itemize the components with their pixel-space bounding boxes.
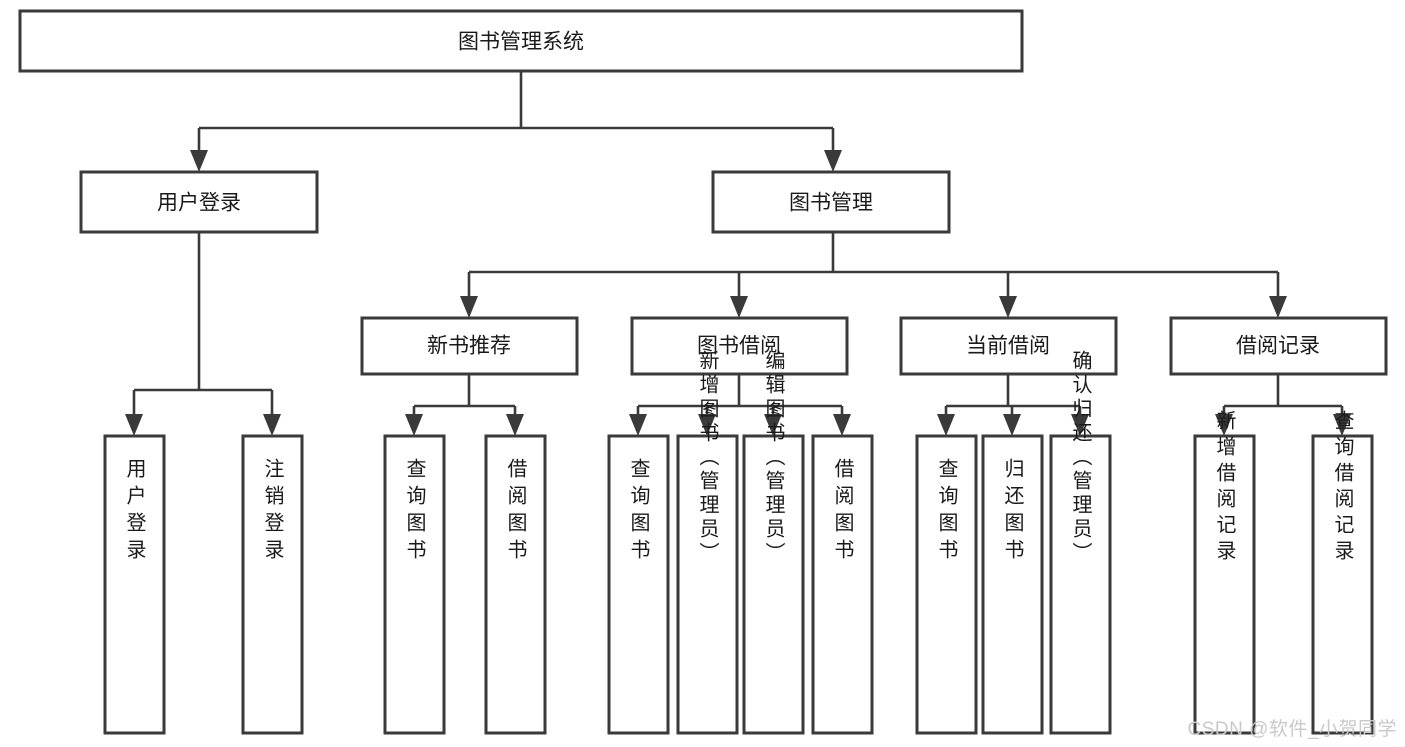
node-root-system-label: 图书管理系统: [458, 31, 584, 54]
node-leaf-record-query-label: 查询借阅记录: [1331, 410, 1354, 566]
node-book-management-label: 图书管理: [789, 192, 873, 215]
node-leaf-current-confirm-label: 确认归还（管理员）: [1069, 350, 1092, 566]
node-leaf-current-return-label: 归还图书: [1001, 458, 1024, 566]
node-leaf-newbook-query[interactable]: 查询图书: [383, 434, 446, 735]
node-leaf-borrow-add[interactable]: 新增图书（管理员）: [676, 350, 739, 735]
node-leaf-borrow-query[interactable]: 查询图书: [607, 434, 670, 735]
node-leaf-current-return[interactable]: 归还图书: [981, 434, 1044, 735]
node-leaf-borrow-edit-label: 编辑图书（管理员）: [762, 350, 785, 566]
node-leaf-current-query-label: 查询图书: [935, 458, 958, 566]
node-leaf-newbook-borrow-label: 借阅图书: [504, 458, 527, 566]
node-user-login-label: 用户登录: [157, 192, 241, 215]
node-leaf-current-query[interactable]: 查询图书: [915, 434, 978, 735]
node-leaf-newbook-borrow[interactable]: 借阅图书: [484, 434, 547, 735]
node-new-book-recommend-label: 新书推荐: [427, 335, 511, 358]
node-leaf-record-add[interactable]: 新增借阅记录: [1193, 410, 1256, 735]
node-leaf-newbook-query-label: 查询图书: [403, 458, 426, 566]
connector-borrowrecord-to-leaves: [1215, 374, 1351, 436]
node-book-management[interactable]: 图书管理: [711, 170, 951, 234]
node-root-system[interactable]: 图书管理系统: [18, 9, 1024, 73]
node-leaf-record-add-label: 新增借阅记录: [1213, 410, 1236, 566]
node-leaf-logout[interactable]: 注销登录: [241, 434, 304, 735]
node-leaf-borrow-edit[interactable]: 编辑图书（管理员）: [742, 350, 805, 735]
node-book-borrow-label: 图书借阅: [697, 335, 781, 358]
node-leaf-user-login-label: 用户登录: [123, 458, 146, 566]
node-borrow-record[interactable]: 借阅记录: [1169, 316, 1388, 376]
node-new-book-recommend[interactable]: 新书推荐: [360, 316, 579, 376]
connector-currentborrow-to-leaves: [937, 374, 1089, 436]
node-current-borrow[interactable]: 当前借阅: [899, 316, 1118, 376]
node-leaf-borrow-borrow-label: 借阅图书: [831, 458, 854, 566]
connector-root-to-level1: [190, 71, 842, 172]
node-book-borrow[interactable]: 图书借阅: [630, 316, 849, 376]
node-leaf-logout-label: 注销登录: [261, 458, 284, 566]
node-leaf-current-confirm[interactable]: 确认归还（管理员）: [1049, 350, 1112, 735]
node-user-login[interactable]: 用户登录: [79, 170, 319, 234]
node-borrow-record-label: 借阅记录: [1236, 335, 1320, 358]
connector-bookborrow-to-leaves: [629, 374, 851, 436]
node-leaf-borrow-add-label: 新增图书（管理员）: [696, 350, 719, 566]
csdn-watermark: CSDN @软件_小贺同学: [1187, 719, 1397, 740]
node-leaf-record-query[interactable]: 查询借阅记录: [1311, 410, 1374, 735]
connector-bookmgmt-to-level2: [460, 232, 1287, 318]
connector-userlogin-to-leaves: [125, 232, 281, 436]
node-leaf-user-login[interactable]: 用户登录: [103, 434, 166, 735]
node-leaf-borrow-borrow[interactable]: 借阅图书: [811, 434, 874, 735]
node-current-borrow-label: 当前借阅: [966, 335, 1050, 358]
connector-newbook-to-leaves: [405, 374, 524, 436]
node-leaf-borrow-query-label: 查询图书: [627, 458, 650, 566]
